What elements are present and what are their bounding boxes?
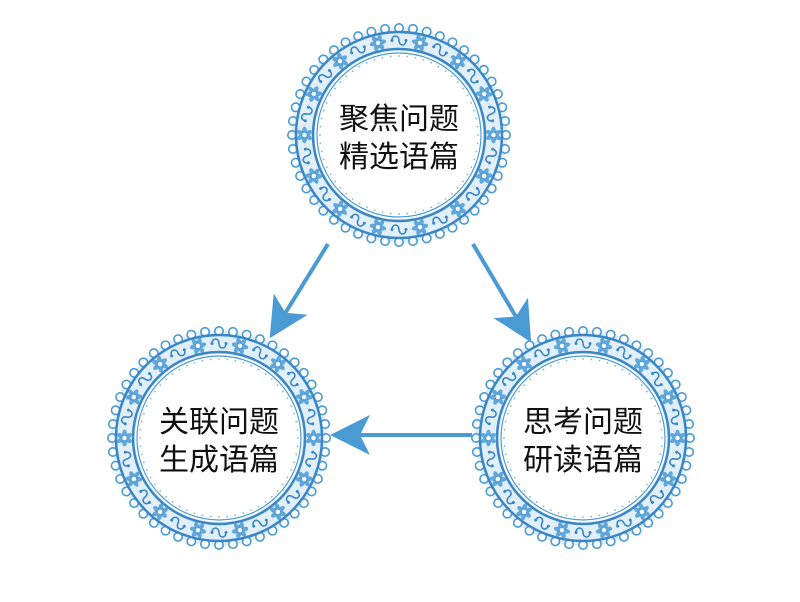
ornamental-ring-icon (471, 326, 696, 551)
node-top-line1: 聚焦问题 (339, 102, 459, 137)
node-right-line2: 研读语篇 (523, 443, 643, 478)
node-top: 聚焦问题 精选语篇 (287, 23, 512, 248)
arrow-top-to-right (471, 242, 532, 343)
ornamental-ring-icon (287, 23, 512, 248)
node-right-line1: 思考问题 (523, 405, 643, 440)
node-left-line2: 生成语篇 (159, 443, 279, 478)
node-left: 关联问题 生成语篇 (107, 326, 332, 551)
arrow-top-to-left (269, 242, 330, 339)
edges (269, 242, 532, 455)
ornamental-ring-icon (107, 326, 332, 551)
node-right: 思考问题 研读语篇 (471, 326, 696, 551)
node-top-line2: 精选语篇 (339, 140, 459, 175)
node-left-line1: 关联问题 (159, 405, 279, 440)
